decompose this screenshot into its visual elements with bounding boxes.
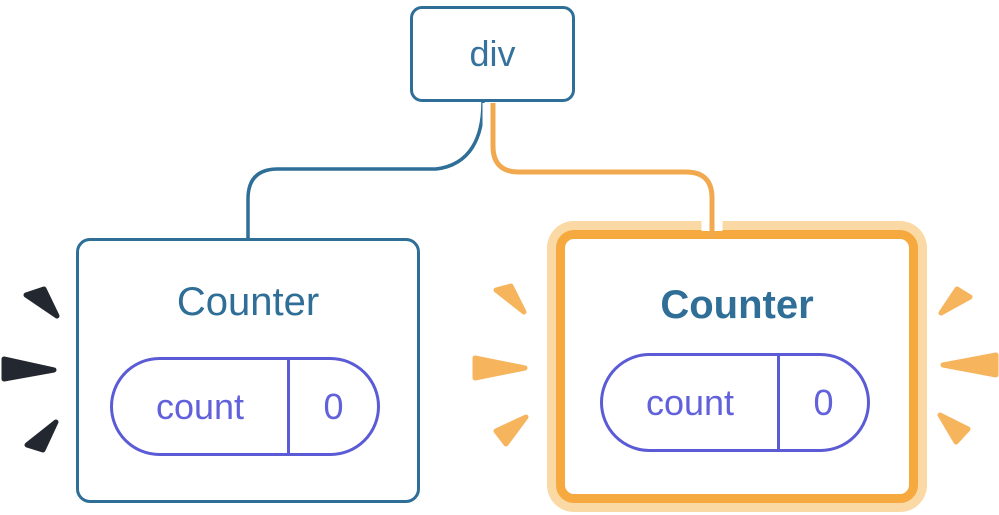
- burst-ray-icon: [938, 286, 973, 316]
- burst-ray-icon: [24, 419, 59, 453]
- state-value-right: 0: [813, 381, 834, 423]
- state-value-left: 0: [323, 385, 344, 427]
- burst-icon-right-inner-orange: [472, 283, 529, 447]
- tree-node-div: div: [410, 6, 575, 102]
- burst-ray-icon: [937, 412, 971, 445]
- tree-node-counter-right-highlighted: Counter count 0: [556, 230, 918, 503]
- burst-ray-icon: [493, 283, 527, 315]
- state-pill-right: count 0: [600, 353, 870, 452]
- burst-icon-left-dark: [1, 286, 60, 453]
- node-label-div: div: [469, 33, 516, 74]
- component-name-left: Counter: [176, 280, 320, 324]
- state-pill-left: count 0: [110, 357, 380, 456]
- burst-ray-icon: [1, 356, 57, 382]
- connector-left-edge: [246, 101, 485, 241]
- burst-ray-icon: [472, 355, 528, 381]
- connector-right-casing: [482, 103, 723, 231]
- state-key-right: count: [603, 356, 780, 449]
- tree-node-counter-left: Counter count 0: [76, 238, 420, 503]
- burst-ray-icon: [493, 414, 529, 447]
- state-key-left: count: [113, 360, 290, 453]
- connector-right-edge-highlighted: [490, 103, 715, 237]
- burst-ray-icon: [940, 352, 999, 378]
- burst-icon-right-outer-orange: [937, 286, 999, 445]
- burst-ray-icon: [23, 286, 60, 319]
- component-name-right: Counter: [660, 283, 814, 327]
